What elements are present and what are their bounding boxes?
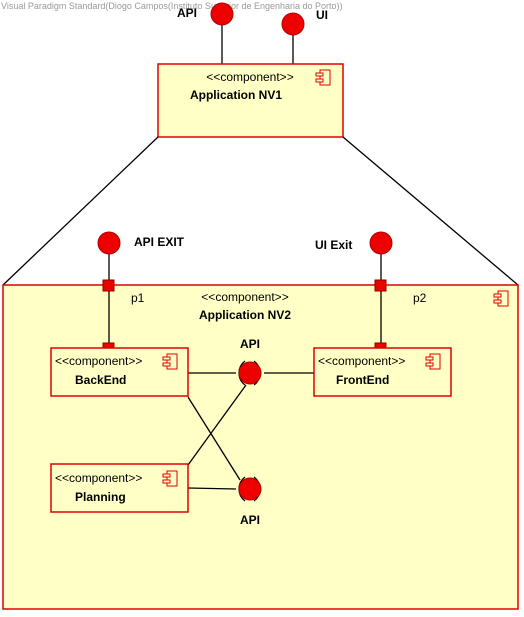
component-icon — [162, 353, 178, 370]
nv2-stereotype: <<component>> — [201, 290, 288, 304]
ui-exit-lollipop-icon — [369, 231, 393, 255]
api-ball-icon — [238, 477, 262, 501]
api-label: API — [177, 6, 197, 20]
backend-lower-api-connector — [187, 396, 241, 481]
component-icon — [493, 290, 509, 307]
api-interface-upper[interactable]: API — [238, 337, 262, 386]
api-interface[interactable]: API — [177, 2, 234, 64]
component-icon — [315, 69, 331, 86]
nv1-name: Application NV1 — [190, 88, 282, 102]
watermark-text: Visual Paradigm Standard(Diogo Campos(In… — [1, 1, 343, 11]
nv1-stereotype: <<component>> — [206, 70, 293, 84]
api-ball-icon — [238, 361, 262, 385]
planning-name: Planning — [75, 490, 126, 504]
port-p2[interactable] — [374, 279, 387, 292]
zoom-line-right — [342, 136, 519, 286]
backend-name: BackEnd — [75, 373, 126, 387]
application-nv2-component[interactable]: <<component>> Application NV2 — [2, 284, 519, 610]
planning-upper-api-connector — [187, 384, 247, 466]
port-p2-label: p2 — [413, 291, 427, 305]
planning-lower-api-connector — [187, 487, 237, 490]
port-p1-label: p1 — [131, 291, 145, 305]
application-nv1-component[interactable]: <<component>> Application NV1 — [157, 63, 344, 138]
planning-stereotype: <<component>> — [55, 471, 142, 485]
api-exit-label: API EXIT — [134, 235, 185, 249]
port-p1[interactable] — [102, 279, 115, 292]
frontend-stereotype: <<component>> — [318, 354, 405, 368]
frontend-component[interactable]: <<component>> FrontEnd — [313, 347, 452, 397]
api-exit-interface[interactable]: API EXIT — [97, 231, 185, 285]
component-icon — [162, 470, 178, 487]
backend-component[interactable]: <<component>> BackEnd — [50, 347, 189, 397]
ui-lollipop-icon — [281, 12, 305, 36]
zoom-line-left — [2, 136, 159, 286]
planning-component[interactable]: <<component>> Planning — [50, 463, 189, 513]
api-interface-lower[interactable]: API — [238, 476, 262, 527]
ui-interface[interactable]: UI — [281, 8, 328, 64]
ui-exit-label: UI Exit — [315, 238, 352, 252]
api-lower-label: API — [240, 513, 260, 527]
api-upper-label: API — [240, 337, 260, 351]
api-lollipop-icon — [210, 2, 234, 26]
backend-stereotype: <<component>> — [55, 354, 142, 368]
component-icon — [425, 353, 441, 370]
nv2-name: Application NV2 — [199, 308, 291, 322]
api-exit-lollipop-icon — [97, 231, 121, 255]
ui-exit-interface[interactable]: UI Exit — [315, 231, 393, 285]
ui-label: UI — [316, 8, 328, 22]
frontend-name: FrontEnd — [336, 373, 389, 387]
